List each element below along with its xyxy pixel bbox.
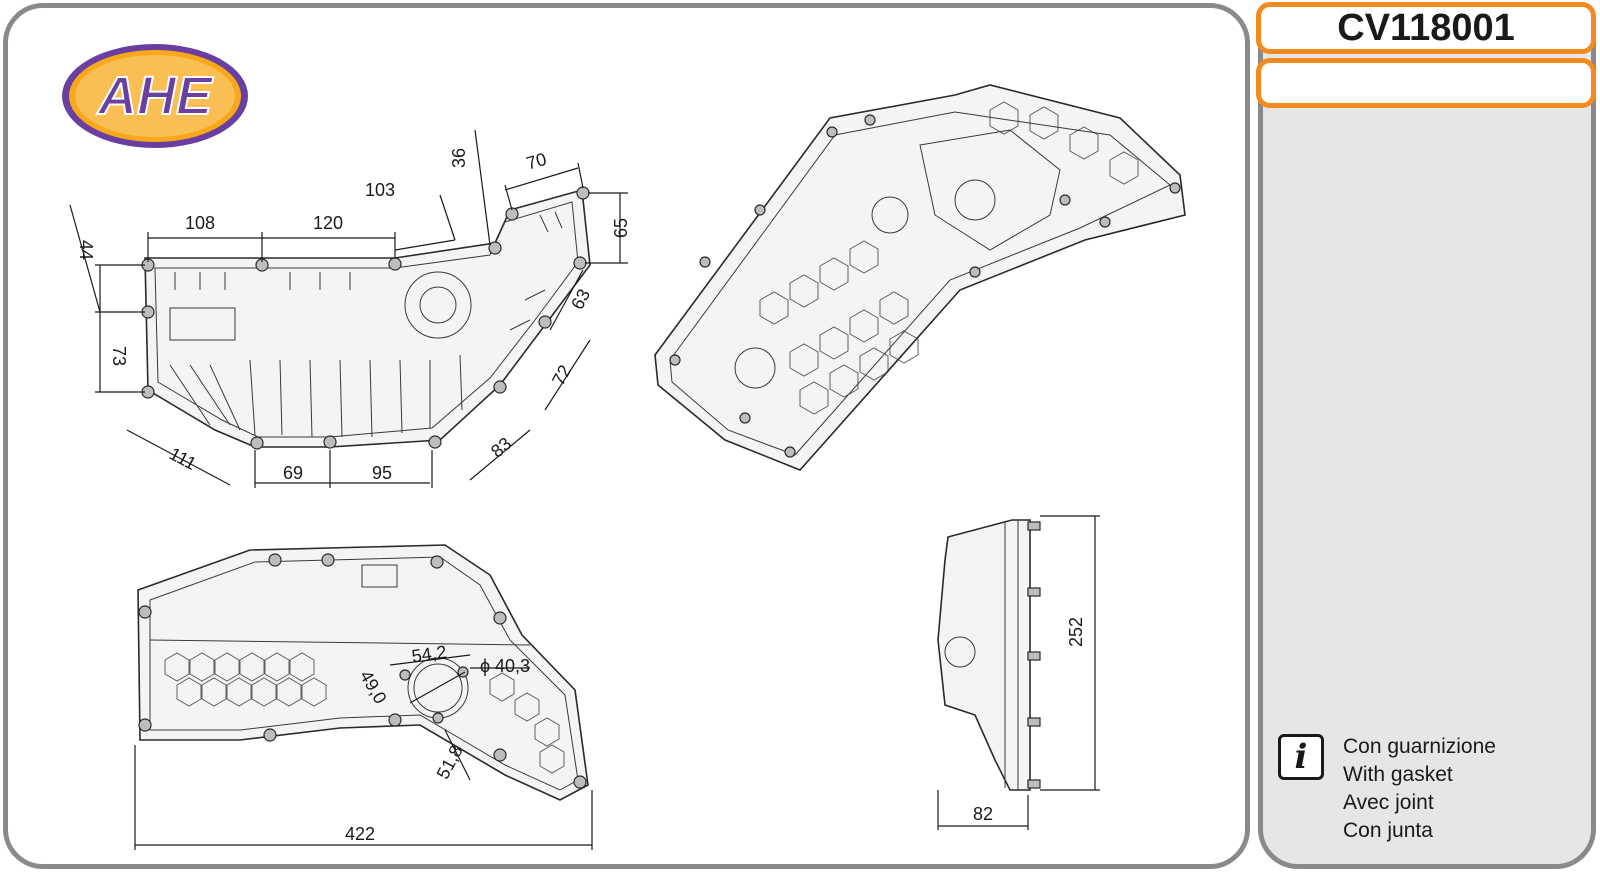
note-spanish: Con junta: [1343, 819, 1433, 842]
dim-252: 252: [1066, 617, 1086, 647]
dim-120: 120: [313, 213, 343, 233]
dim-72: 72: [548, 362, 575, 389]
side-view: 252 82: [937, 515, 1100, 830]
product-code: CV118001: [1256, 2, 1596, 54]
note-english: With gasket: [1343, 763, 1453, 786]
dim-70: 70: [524, 149, 549, 174]
dim-422: 422: [345, 824, 375, 844]
note-italian: Con guarnizione: [1343, 735, 1496, 758]
isometric-view: [654, 84, 1186, 471]
dim-44: 44: [76, 240, 96, 260]
note-french: Avec joint: [1343, 791, 1434, 814]
ahe-logo: AHE: [62, 44, 248, 148]
dim-103: 103: [365, 180, 395, 200]
side-panel: [1258, 3, 1596, 869]
dim-82: 82: [973, 804, 993, 824]
dim-111: 111: [166, 443, 200, 474]
dim-69: 69: [283, 463, 303, 483]
dim-phi-40-3: ϕ 40,3: [480, 656, 530, 676]
secondary-code-box: [1256, 58, 1596, 108]
gasket-notes: Con guarnizione With gasket Avec joint C…: [1343, 733, 1583, 845]
dim-54-2: 54,2: [410, 642, 447, 667]
dim-36: 36: [449, 148, 469, 168]
dim-65: 65: [611, 218, 631, 238]
bottom-view: 54,2 ϕ 40,3 49,0 51,8 422: [134, 544, 593, 850]
dim-73: 73: [109, 346, 129, 366]
dim-95: 95: [372, 463, 392, 483]
dim-83: 83: [487, 433, 515, 461]
info-icon: i: [1278, 734, 1324, 780]
top-view: 108 120 103 36 70 65 44 73 63 72 111 69 …: [69, 129, 631, 488]
product-code-text: CV118001: [1337, 6, 1515, 49]
dim-108: 108: [185, 213, 215, 233]
logo-text: AHE: [96, 66, 214, 126]
